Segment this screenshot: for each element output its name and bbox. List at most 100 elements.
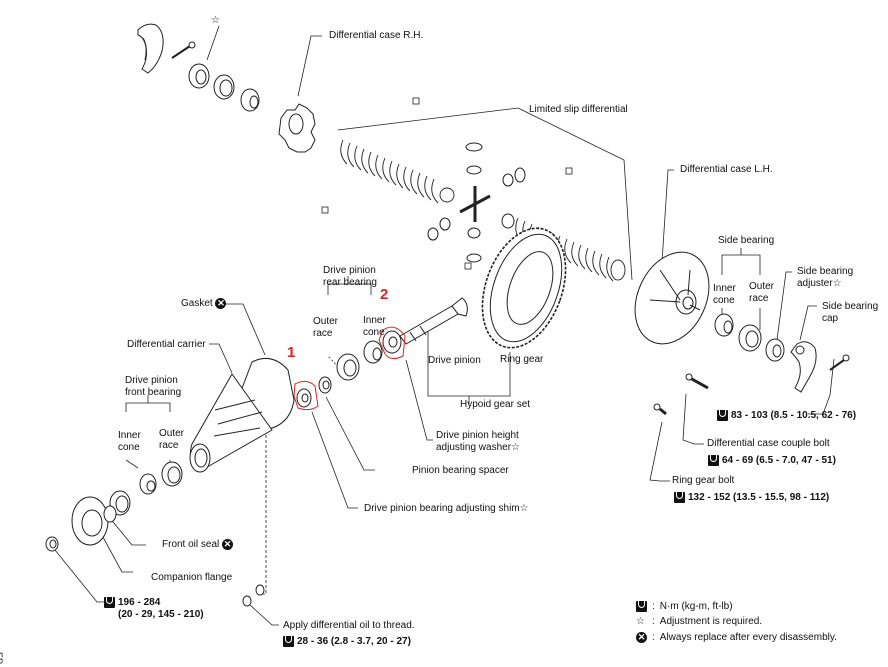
text-line: race	[313, 328, 333, 339]
outer-race-rh	[213, 74, 235, 100]
text-line: front bearing	[125, 387, 182, 398]
torque-value: 196 - 284(20 - 29, 145 - 210)	[118, 597, 204, 621]
ring-gear	[481, 227, 567, 349]
torque-wrench-icon	[674, 492, 685, 503]
torque-ring-gear-bolt: 132 - 152 (13.5 - 15.5, 98 - 112)	[674, 492, 829, 504]
rear-outer-race	[336, 353, 360, 381]
pinion-shaft-cross	[427, 142, 526, 263]
label-differential-case-lh: Differential case L.H.	[680, 164, 773, 175]
text-line: Side bearing	[822, 301, 879, 312]
torque-companion-flange-nut: 196 - 284(20 - 29, 145 - 210)	[104, 597, 204, 621]
text-line: rear bearing	[323, 277, 377, 288]
text-line: Drive pinion	[125, 375, 178, 386]
front-outer-race	[161, 461, 183, 487]
label-hypoid-gear-set: Hypoid gear set	[460, 399, 531, 410]
legend-separator: :	[652, 601, 655, 612]
page-code: EP	[0, 652, 4, 665]
adjuster-rh-star: ☆	[211, 15, 220, 26]
legend-text: N·m (kg-m, ft-lb)	[659, 601, 733, 612]
text-line: Drive pinion height	[436, 430, 519, 441]
text-line: Side bearing	[797, 266, 854, 277]
text-line: cone	[363, 327, 385, 338]
marker-squares	[321, 97, 573, 270]
text-line: race	[159, 440, 179, 451]
text-line: 196 - 284	[118, 597, 161, 608]
label-side-bearing: Side bearing	[718, 235, 775, 246]
label-ring-gear: Ring gear	[500, 354, 544, 365]
torque-side-bearing-cap: 83 - 103 (8.5 - 10.5, 62 - 76)	[717, 410, 856, 422]
torque-wrench-icon	[283, 636, 294, 647]
star-icon: ☆	[636, 616, 645, 627]
legend-separator: :	[652, 616, 655, 627]
side-bearing-cap-rh	[137, 23, 164, 74]
torque-couple-bolt: 64 - 69 (6.5 - 7.0, 47 - 51)	[708, 455, 836, 467]
differential-carrier	[189, 357, 295, 473]
flange-nut	[45, 536, 59, 552]
text-line: Front oil seal	[162, 539, 220, 551]
text-line: (20 - 29, 145 - 210)	[118, 609, 204, 620]
front-inner-cone	[139, 473, 157, 495]
torque-carrier-bolt: 28 - 36 (2.8 - 3.7, 20 - 27)	[283, 636, 411, 648]
callout-1: 1	[287, 344, 296, 361]
pinion-bearing-spacer	[318, 376, 332, 394]
label-bearing-adjusting-shim: Drive pinion bearing adjusting shim☆	[364, 503, 529, 515]
label-pinion-bearing-spacer: Pinion bearing spacer	[412, 465, 509, 476]
callout-outlines	[293, 326, 406, 411]
clutch-plates-left	[340, 139, 455, 204]
replace-icon: ✕	[222, 539, 234, 550]
label-companion-flange: Companion flange	[151, 572, 233, 583]
replace-icon: ✕	[215, 298, 227, 309]
star-icon: ☆	[519, 503, 529, 514]
legend-text: Always replace after every disassembly.	[659, 632, 837, 643]
label-limited-slip-differential: Limited slip differential	[529, 104, 628, 115]
text-line: race	[749, 293, 769, 304]
text-line: Inner	[118, 430, 141, 441]
star-icon: ☆	[832, 278, 842, 289]
torque-wrench-icon	[104, 597, 115, 608]
text-line: Gasket	[181, 298, 213, 310]
inner-cone-rh	[240, 88, 260, 112]
text-line: Drive pinion bearing adjusting shim	[364, 503, 520, 514]
side-bearing-adjuster-rh	[188, 63, 210, 89]
torque-wrench-icon	[636, 601, 647, 612]
companion-flange	[71, 496, 117, 546]
side-bearing-inner-cone-lh	[714, 313, 734, 337]
callout-2: 2	[380, 286, 389, 303]
legend-torque: : N·m (kg-m, ft-lb)	[636, 601, 733, 612]
label-differential-case-rh: Differential case R.H.	[329, 30, 424, 41]
couple-bolt	[685, 373, 709, 390]
torque-value: 28 - 36 (2.8 - 3.7, 20 - 27)	[297, 636, 411, 647]
carrier-bolt-washer	[242, 584, 265, 607]
torque-wrench-icon	[717, 410, 728, 421]
text-line: Outer	[749, 281, 775, 292]
bolt-cap-lh	[829, 354, 850, 371]
rear-inner-cone	[363, 340, 383, 364]
text-line: cap	[822, 313, 839, 324]
star-icon: ☆	[511, 442, 521, 453]
bolt-rh	[171, 41, 196, 59]
replace-icon: ✕	[636, 632, 647, 643]
text-line: Outer	[313, 316, 339, 327]
differential-case-lh	[634, 251, 710, 345]
text-line: adjuster	[797, 278, 833, 289]
label-ring-gear-bolt: Ring gear bolt	[672, 475, 735, 486]
label-differential-carrier: Differential carrier	[127, 339, 206, 350]
label-couple-bolt: Differential case couple bolt	[707, 438, 830, 449]
side-bearing-outer-race-lh	[738, 324, 762, 352]
torque-value: 83 - 103 (8.5 - 10.5, 62 - 76)	[731, 410, 857, 421]
label-gasket: Gasket ✕	[181, 298, 227, 310]
text-line: Inner	[363, 315, 386, 326]
legend-replace: ✕ : Always replace after every disassemb…	[636, 632, 837, 643]
legend-text: Adjustment is required.	[659, 616, 763, 627]
legend-adjustment: ☆ : Adjustment is required.	[636, 616, 762, 627]
height-adjusting-washer	[382, 330, 402, 354]
